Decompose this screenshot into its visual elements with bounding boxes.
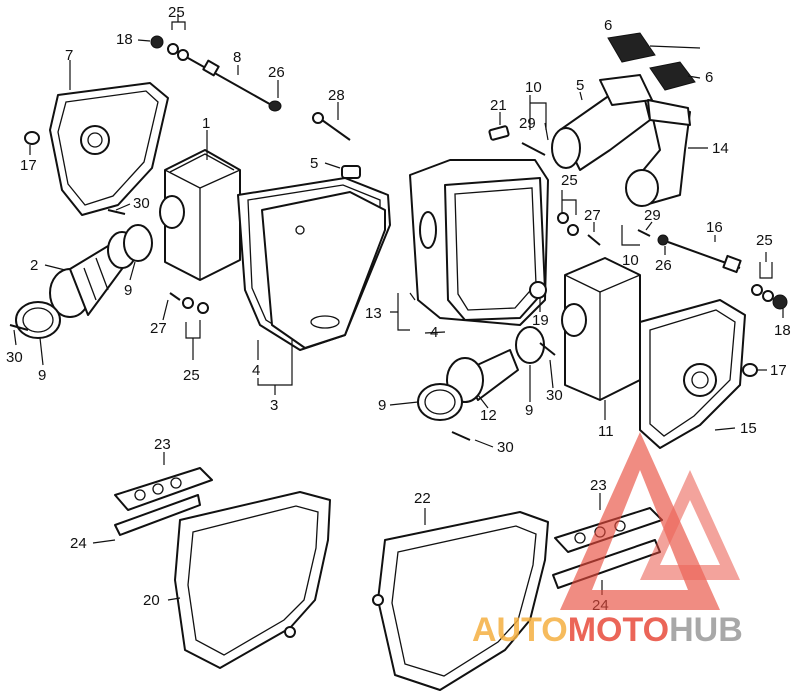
watermark-text-auto: AUTO	[472, 611, 568, 649]
callout-1: 1	[202, 115, 210, 132]
part-screw-29b	[637, 229, 651, 237]
callout-29: 29	[644, 207, 661, 224]
callout-18: 18	[116, 31, 133, 48]
part-screw-30c	[539, 342, 556, 356]
callout-24: 24	[70, 535, 87, 552]
part-screw-washer-left	[169, 292, 209, 314]
part-air-cleaner-case-right	[409, 159, 549, 326]
part-bolt-28	[312, 112, 351, 141]
callout-30: 30	[133, 195, 150, 212]
callout-15: 15	[740, 420, 757, 437]
callout-30: 30	[497, 439, 514, 456]
part-side-panel-right	[372, 511, 549, 691]
part-cap-6b	[649, 61, 696, 91]
part-intake-duct	[551, 74, 653, 171]
watermark-text-hub: HUB	[669, 611, 743, 649]
callout-23: 23	[590, 477, 607, 494]
callout-9: 9	[378, 397, 386, 414]
callout-9: 9	[525, 402, 533, 419]
leader-lines	[13, 14, 784, 601]
callout-7: 7	[65, 47, 73, 64]
callout-10: 10	[622, 252, 639, 269]
part-screw-30d	[451, 431, 471, 441]
part-screw-30b	[9, 324, 29, 331]
callout-8: 8	[233, 49, 241, 66]
callout-12: 12	[480, 407, 497, 424]
part-intake-rubber-right	[417, 326, 545, 421]
callout-16: 16	[706, 219, 723, 236]
callout-17: 17	[770, 362, 787, 379]
part-clamp-left-lower	[15, 301, 61, 339]
part-cap-6a	[607, 32, 656, 63]
part-clamp-left-upper	[123, 224, 153, 262]
part-right-side-cover	[639, 299, 746, 449]
part-left-side-cover	[49, 82, 169, 216]
callout-6: 6	[705, 69, 713, 86]
part-air-filter-left	[159, 149, 241, 281]
callout-5: 5	[576, 77, 584, 94]
part-grommet-right	[742, 363, 758, 377]
callout-2: 2	[30, 257, 38, 274]
part-emblem-left	[114, 467, 213, 536]
callout-25: 25	[561, 172, 578, 189]
callout-30: 30	[546, 387, 563, 404]
callout-22: 22	[414, 490, 431, 507]
callout-27: 27	[150, 320, 167, 337]
callout-26: 26	[268, 64, 285, 81]
callout-11: 11	[598, 423, 614, 440]
watermark-logo: AUTOMOTOHUB	[472, 432, 743, 649]
part-intake-rubber	[49, 231, 137, 318]
callout-20: 20	[143, 592, 160, 609]
part-elbow-duct	[625, 99, 691, 207]
callout-9: 9	[38, 367, 46, 384]
part-screw-washer-mid	[557, 212, 601, 246]
callout-30: 30	[6, 349, 23, 366]
parts-layer	[9, 32, 788, 691]
callout-3: 3	[270, 397, 278, 414]
callout-27: 27	[584, 207, 601, 224]
callout-28: 28	[328, 87, 345, 104]
callout-4: 4	[430, 324, 438, 341]
part-air-filter-right	[561, 257, 641, 401]
part-grommet-left	[24, 131, 40, 145]
part-screw-29a	[521, 142, 546, 156]
callout-labels: 25 18 8 7 26 28 1 17 30 5 2 9 27 30 9 25…	[6, 4, 791, 614]
callout-6: 6	[604, 17, 612, 34]
callout-25: 25	[183, 367, 200, 384]
watermark-triangle-secondary-icon	[640, 470, 740, 580]
callout-26: 26	[655, 257, 672, 274]
svg-text:AUTOMOTOHUB: AUTOMOTOHUB	[472, 611, 743, 649]
callout-25: 25	[168, 4, 185, 21]
part-side-panel-left	[174, 491, 331, 669]
callout-17: 17	[20, 157, 37, 174]
callout-29: 29	[519, 115, 536, 132]
callout-23: 23	[154, 436, 171, 453]
watermark-text-moto: MOTO	[568, 611, 669, 649]
callout-13: 13	[365, 305, 382, 322]
callout-25: 25	[756, 232, 773, 249]
callout-18: 18	[774, 322, 791, 339]
part-air-cleaner-case-left	[237, 177, 391, 351]
part-fitting-21	[488, 125, 510, 141]
callout-10: 10	[525, 79, 542, 96]
callout-19: 19	[532, 312, 549, 329]
callout-9: 9	[124, 282, 132, 299]
part-screw-30a	[107, 209, 126, 215]
part-bolt-assembly-right	[657, 234, 788, 310]
callout-5: 5	[310, 155, 318, 172]
callout-4: 4	[252, 362, 260, 379]
part-bolt-assembly-top	[150, 35, 282, 112]
part-fitting-5	[341, 165, 361, 179]
callout-14: 14	[712, 140, 729, 157]
callout-21: 21	[490, 97, 507, 114]
part-grommet-19	[529, 281, 547, 299]
